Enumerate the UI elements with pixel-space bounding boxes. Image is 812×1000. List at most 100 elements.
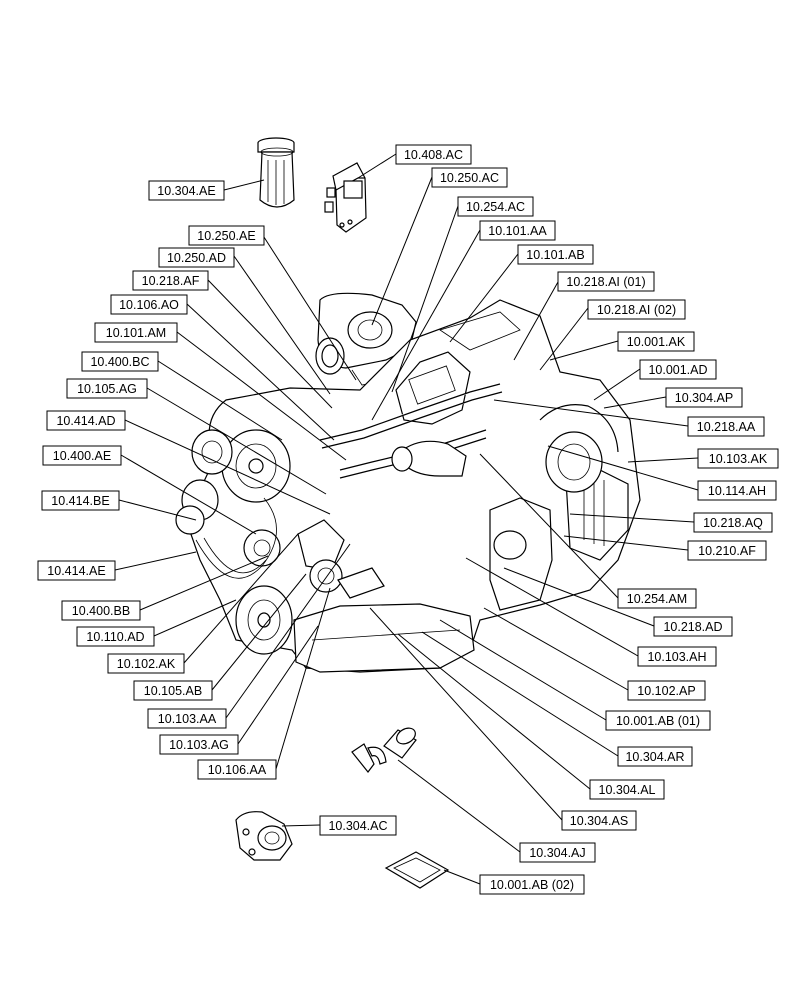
- svg-text:10.114.AH: 10.114.AH: [708, 484, 766, 498]
- svg-text:10.106.AO: 10.106.AO: [119, 298, 179, 312]
- callout-c3: 10.250.AC: [431, 167, 508, 188]
- svg-text:10.101.AB: 10.101.AB: [526, 248, 584, 262]
- callout-c23: 10.114.AH: [697, 480, 777, 501]
- svg-text:10.001.AB (02): 10.001.AB (02): [490, 878, 574, 892]
- svg-text:10.304.AS: 10.304.AS: [570, 814, 628, 828]
- callout-c30: 10.218.AD: [653, 616, 733, 637]
- svg-text:10.218.AI (01): 10.218.AI (01): [566, 275, 645, 289]
- callout-c4: 10.254.AC: [457, 196, 534, 217]
- svg-text:10.218.AA: 10.218.AA: [697, 420, 756, 434]
- callout-c31: 10.110.AD: [76, 626, 155, 647]
- svg-text:10.218.AD: 10.218.AD: [663, 620, 722, 634]
- callout-c6: 10.101.AB: [517, 244, 594, 265]
- leader-lines: [114, 153, 699, 885]
- svg-text:10.102.AP: 10.102.AP: [637, 684, 695, 698]
- svg-text:10.106.AA: 10.106.AA: [208, 763, 267, 777]
- callout-c11: 10.106.AO: [110, 294, 188, 315]
- svg-text:10.218.AF: 10.218.AF: [142, 274, 200, 288]
- gasket-illustration: [384, 851, 450, 889]
- callout-c43: 10.304.AC: [319, 815, 397, 836]
- callout-c26: 10.210.AF: [687, 540, 767, 561]
- svg-text:10.250.AE: 10.250.AE: [197, 229, 255, 243]
- svg-text:10.101.AA: 10.101.AA: [488, 224, 547, 238]
- callout-c17: 10.105.AG: [66, 378, 148, 399]
- oil-filter-illustration: [257, 137, 295, 208]
- svg-text:10.254.AC: 10.254.AC: [466, 200, 525, 214]
- callout-c16: 10.001.AD: [639, 359, 717, 380]
- callout-c13: 10.101.AM: [94, 322, 178, 343]
- callout-c32: 10.103.AH: [637, 646, 717, 667]
- svg-text:10.102.AK: 10.102.AK: [117, 657, 176, 671]
- callout-c35: 10.102.AP: [627, 680, 706, 701]
- svg-text:10.110.AD: 10.110.AD: [86, 630, 144, 644]
- callout-c7: 10.250.AE: [188, 225, 265, 246]
- callout-c14: 10.001.AK: [617, 331, 695, 352]
- callout-c18: 10.304.AP: [665, 387, 743, 408]
- svg-text:10.414.AD: 10.414.AD: [56, 414, 115, 428]
- svg-text:10.103.AA: 10.103.AA: [158, 712, 217, 726]
- oil-filler-illustration: [351, 727, 417, 773]
- svg-text:10.105.AB: 10.105.AB: [144, 684, 202, 698]
- callout-c44: 10.304.AJ: [519, 842, 596, 863]
- callout-c45: 10.001.AB (02): [479, 874, 585, 895]
- callout-c28: 10.254.AM: [617, 588, 697, 609]
- callout-c25: 10.218.AQ: [693, 512, 773, 533]
- svg-text:10.400.BC: 10.400.BC: [90, 355, 149, 369]
- svg-text:10.001.AB (01): 10.001.AB (01): [616, 714, 700, 728]
- callout-c15: 10.400.BC: [81, 351, 159, 372]
- callout-c37: 10.001.AB (01): [605, 710, 711, 731]
- svg-text:10.210.AF: 10.210.AF: [698, 544, 756, 558]
- svg-text:10.414.AE: 10.414.AE: [47, 564, 105, 578]
- svg-text:10.001.AK: 10.001.AK: [627, 335, 686, 349]
- svg-text:10.304.AR: 10.304.AR: [625, 750, 684, 764]
- svg-text:10.103.AH: 10.103.AH: [647, 650, 706, 664]
- callout-c24: 10.414.BE: [41, 490, 120, 511]
- callout-c42: 10.304.AS: [561, 810, 637, 831]
- svg-text:10.103.AK: 10.103.AK: [709, 452, 768, 466]
- svg-text:10.400.AE: 10.400.AE: [53, 449, 111, 463]
- svg-text:10.103.AG: 10.103.AG: [169, 738, 229, 752]
- callout-c19: 10.414.AD: [46, 410, 126, 431]
- callout-c38: 10.103.AG: [159, 734, 239, 755]
- svg-text:10.414.BE: 10.414.BE: [51, 494, 109, 508]
- svg-text:10.001.AD: 10.001.AD: [648, 363, 707, 377]
- svg-text:10.304.AC: 10.304.AC: [328, 819, 387, 833]
- svg-text:10.101.AM: 10.101.AM: [106, 326, 166, 340]
- svg-text:10.408.AC: 10.408.AC: [404, 148, 463, 162]
- svg-text:10.250.AC: 10.250.AC: [440, 171, 499, 185]
- engine-drawing: [175, 137, 641, 889]
- callout-c34: 10.105.AB: [133, 680, 213, 701]
- callout-c22: 10.103.AK: [697, 448, 779, 469]
- svg-text:10.304.AL: 10.304.AL: [599, 783, 656, 797]
- callout-c8: 10.250.AD: [158, 247, 235, 268]
- svg-text:10.304.AP: 10.304.AP: [675, 391, 733, 405]
- callout-c1: 10.304.AE: [148, 180, 225, 201]
- svg-text:10.400.BB: 10.400.BB: [72, 604, 130, 618]
- callout-c39: 10.304.AR: [617, 746, 693, 767]
- turbocharger-illustration: [315, 292, 417, 386]
- callout-c36: 10.103.AA: [147, 708, 227, 729]
- callout-labels: 10.304.AE 10.408.AC 10.250.AC 10.254.AC …: [37, 144, 779, 895]
- svg-text:10.250.AD: 10.250.AD: [167, 251, 226, 265]
- callout-c21: 10.400.AE: [42, 445, 122, 466]
- callout-c2: 10.408.AC: [395, 144, 472, 165]
- svg-text:10.304.AE: 10.304.AE: [157, 184, 215, 198]
- svg-text:10.105.AG: 10.105.AG: [77, 382, 137, 396]
- callout-c20: 10.218.AA: [687, 416, 765, 437]
- oil-pump-illustration: [235, 811, 293, 861]
- callout-c27: 10.414.AE: [37, 560, 116, 581]
- sensor-module-illustration: [324, 162, 367, 233]
- svg-text:10.254.AM: 10.254.AM: [627, 592, 687, 606]
- callout-c12: 10.218.AI (02): [587, 299, 686, 320]
- callout-c5: 10.101.AA: [479, 220, 556, 241]
- svg-text:10.304.AJ: 10.304.AJ: [529, 846, 585, 860]
- callout-c41: 10.304.AL: [589, 779, 665, 800]
- callout-c29: 10.400.BB: [61, 600, 141, 621]
- callout-c40: 10.106.AA: [197, 759, 277, 780]
- engine-block-illustration: [175, 299, 641, 673]
- callout-c10: 10.218.AI (01): [557, 271, 655, 292]
- svg-text:10.218.AQ: 10.218.AQ: [703, 516, 763, 530]
- callout-c33: 10.102.AK: [107, 653, 185, 674]
